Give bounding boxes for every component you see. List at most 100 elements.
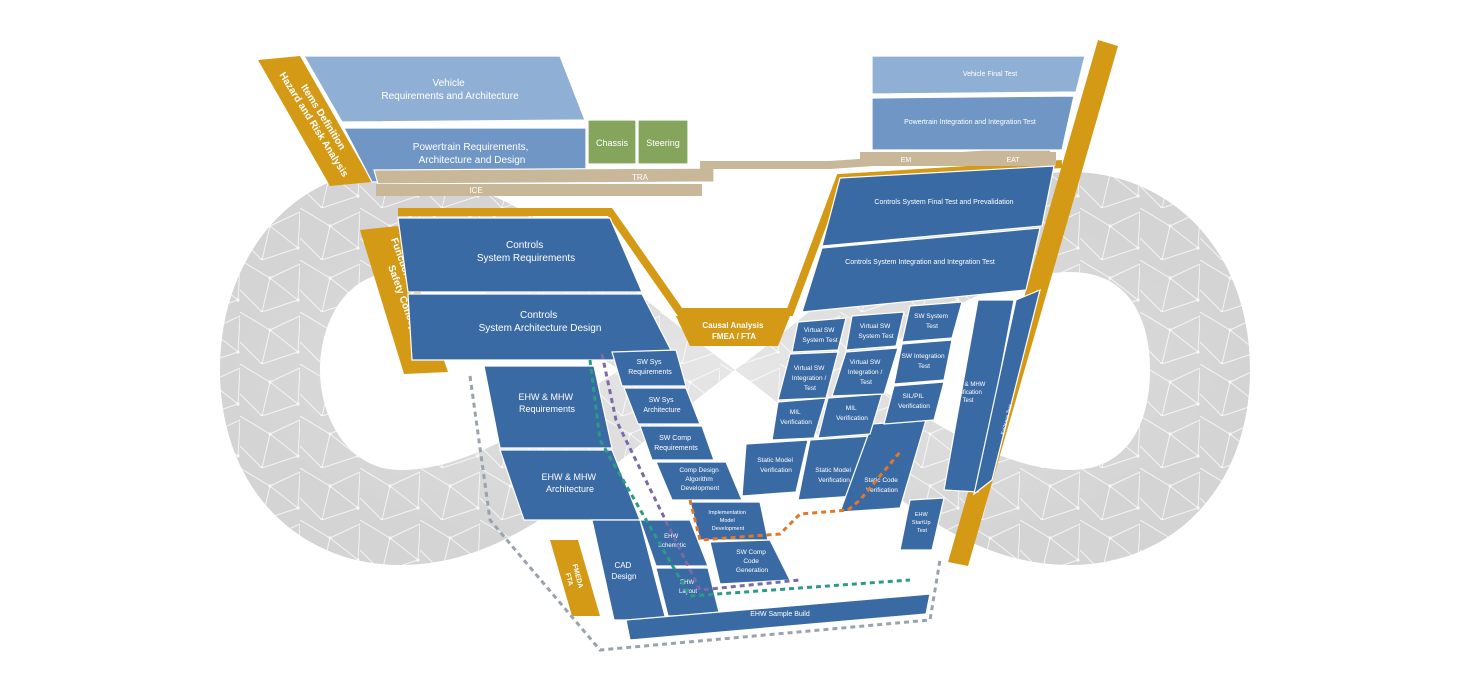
virtual-test-2-label-1: Virtual SW	[860, 323, 891, 330]
controls-system-requirements-block	[397, 217, 643, 293]
vehicle-final-test-label: Vehicle Final Test	[963, 71, 1017, 78]
em-eat-strip	[860, 152, 1056, 166]
sw-system-test-label-2: Test	[926, 323, 938, 330]
eat-label: EAT	[1006, 157, 1020, 164]
svg-text:EHW & MHW Architecture: EHW & MHW Architecture	[541, 472, 598, 494]
virtual-integ-2-label-1: Virtual SW	[850, 359, 881, 366]
ice-tra-row	[376, 184, 702, 196]
svg-text:Vehicle Requirements and: Vehicle Requirements and Architecture	[381, 78, 519, 102]
sil-pil-block	[883, 381, 945, 425]
purple-dashed-path	[600, 353, 801, 592]
static-model-1-label-2: Verification	[760, 467, 792, 474]
svg-text:Comp Design Algorithm: Comp Design Algorithm Development	[679, 467, 720, 492]
sw-comp-code-block	[709, 539, 791, 585]
cad-label-2: Design	[612, 572, 637, 581]
sw-sys-arch-label-2: Architecture	[643, 407, 680, 414]
svg-text:SW Sys Architecture: SW Sys Architecture	[643, 397, 680, 414]
steering-label: Steering	[646, 138, 680, 148]
svg-text:Controls System Architec: Controls System Architecture Design	[479, 310, 602, 334]
static-code-label-2: Verification	[866, 487, 898, 494]
controls-req-label-2: System Requirements	[477, 253, 575, 264]
impl-label-2: Model	[720, 518, 735, 524]
ehw-verification-block	[943, 299, 1015, 493]
ehw-startup-label-2: StartUp	[912, 520, 931, 526]
code-gen-label-2: Code	[743, 558, 759, 565]
vehicle-final-test-block	[871, 55, 1086, 95]
virtual-test-1-label-2: System Test	[802, 337, 837, 344]
mil-1-block	[771, 397, 827, 441]
powertrain-integration-block	[871, 95, 1075, 151]
cad-label-1: CAD	[614, 561, 631, 570]
svg-text:Static Model Verificatio: Static Model Verification	[815, 467, 853, 484]
virtual-test-2-label-2: System Test	[858, 333, 893, 340]
impl-label-1: Implementation	[708, 510, 746, 516]
fmeda-bar	[550, 540, 600, 616]
svg-text:MIL Verification: MIL Verification	[780, 409, 812, 426]
svg-text:CAD Design: CAD Design	[612, 561, 637, 581]
evidence-test-bar	[973, 288, 1041, 496]
svg-text:EHW Schematic: EHW Schematic	[658, 534, 686, 549]
ehw-sample-build-label: EHW Sample Build	[750, 611, 810, 618]
static-code-label-1: Static Code	[864, 477, 898, 484]
mil-1-label-1: MIL	[790, 409, 801, 416]
ehw-arch-label-1: EHW & MHW	[541, 472, 596, 482]
ehw-sample-build-block	[625, 593, 931, 641]
svg-text:SIL/PIL Verification: SIL/PIL Verification	[898, 393, 930, 410]
sw-sys-requirements-block	[611, 349, 687, 387]
svg-text:Virtual SW System Test: Virtual SW System Test	[802, 327, 837, 344]
controls-arch-label-1: Controls	[520, 310, 557, 321]
controls-arch-label-2: System Architecture Design	[479, 323, 602, 334]
items-definition-group: Items Definition Hazard and Risk Analysi…	[258, 55, 715, 196]
causal-label-1: Causal Analysis	[702, 321, 764, 330]
svg-text:SW Comp Code Gener: SW Comp Code Generation	[736, 549, 769, 574]
sw-group: SW Sys Requirements SW Sys Architecture …	[611, 301, 963, 585]
svg-text:SW System Test: SW System Test	[914, 313, 950, 330]
virtual-integ-2-label-2: Integration /	[848, 369, 883, 376]
gray-dashed-path	[468, 375, 942, 652]
sw-sys-req-label-2: Requirements	[628, 369, 672, 376]
controls-group: Functional and Technical Safety Concept …	[360, 217, 790, 374]
svg-text:SW Comp Requirements: SW Comp Requirements	[654, 435, 698, 452]
virtual-test-1-block	[791, 317, 847, 353]
steering-block	[637, 119, 689, 165]
chassis-label: Chassis	[596, 138, 629, 148]
schematic-label-2: Schematic	[658, 543, 686, 549]
svg-text:Static Code Verification: Static Code Verification	[864, 477, 899, 494]
virtual-integ-1-block	[777, 351, 839, 401]
items-definition-bar	[258, 56, 372, 186]
ehw-startup-block	[899, 497, 945, 551]
sw-system-test-label-1: SW System	[914, 313, 948, 320]
comp-design-label-3: Development	[681, 485, 719, 492]
ehw-startup-label-3: Test	[917, 528, 928, 534]
impl-label-3: Development	[712, 526, 745, 532]
virtual-integ-1-label-3: Test	[804, 385, 816, 392]
svg-text:SW Sys Requirements: SW Sys Requirements	[628, 359, 672, 376]
ice-tra-strip	[373, 167, 715, 185]
ehw-verif-label-1: EHW & MHW	[949, 382, 986, 388]
controls-integration-label: Controls System Integration and Integrat…	[845, 259, 995, 266]
layout-label-1: EHW	[680, 580, 694, 586]
sw-integration-block	[893, 339, 953, 385]
svg-text:Causal Analysis FMEA / F: Causal Analysis FMEA / FTA	[702, 321, 765, 341]
svg-text:EHW & MHW Verification: EHW & MHW Verification Test	[949, 382, 987, 404]
em-label: EM	[901, 157, 912, 164]
controls-integration-block	[801, 227, 1041, 313]
ehw-schematic-block	[639, 519, 709, 567]
schematic-label-1: EHW	[664, 534, 678, 540]
sw-sys-req-label-1: SW Sys	[637, 359, 662, 366]
svg-text:MIL Verification: MIL Verification	[836, 405, 868, 422]
sw-sys-arch-label-1: SW Sys	[649, 397, 674, 404]
svg-text:Virtual SW Integration /: Virtual SW Integration / Test	[848, 359, 884, 386]
svg-text:Implementation Model: Implementation Model Development	[708, 510, 747, 532]
ehw-verif-label-2: Verification	[952, 390, 981, 396]
chassis-block	[587, 119, 637, 165]
vehicle-requirements-block	[302, 55, 586, 123]
ehw-group: EHW & MHW Requirements EHW & MHW Archite…	[483, 288, 1041, 641]
tra-label: TRA	[632, 173, 649, 182]
powertrain-integration-label: Powertrain Integration and Integration T…	[904, 119, 1036, 126]
static-model-2-label-2: Verification	[818, 477, 850, 484]
sw-sys-architecture-block	[623, 387, 701, 425]
controls-final-test-block	[821, 165, 1055, 247]
static-model-2-label-1: Static Model	[815, 467, 851, 474]
